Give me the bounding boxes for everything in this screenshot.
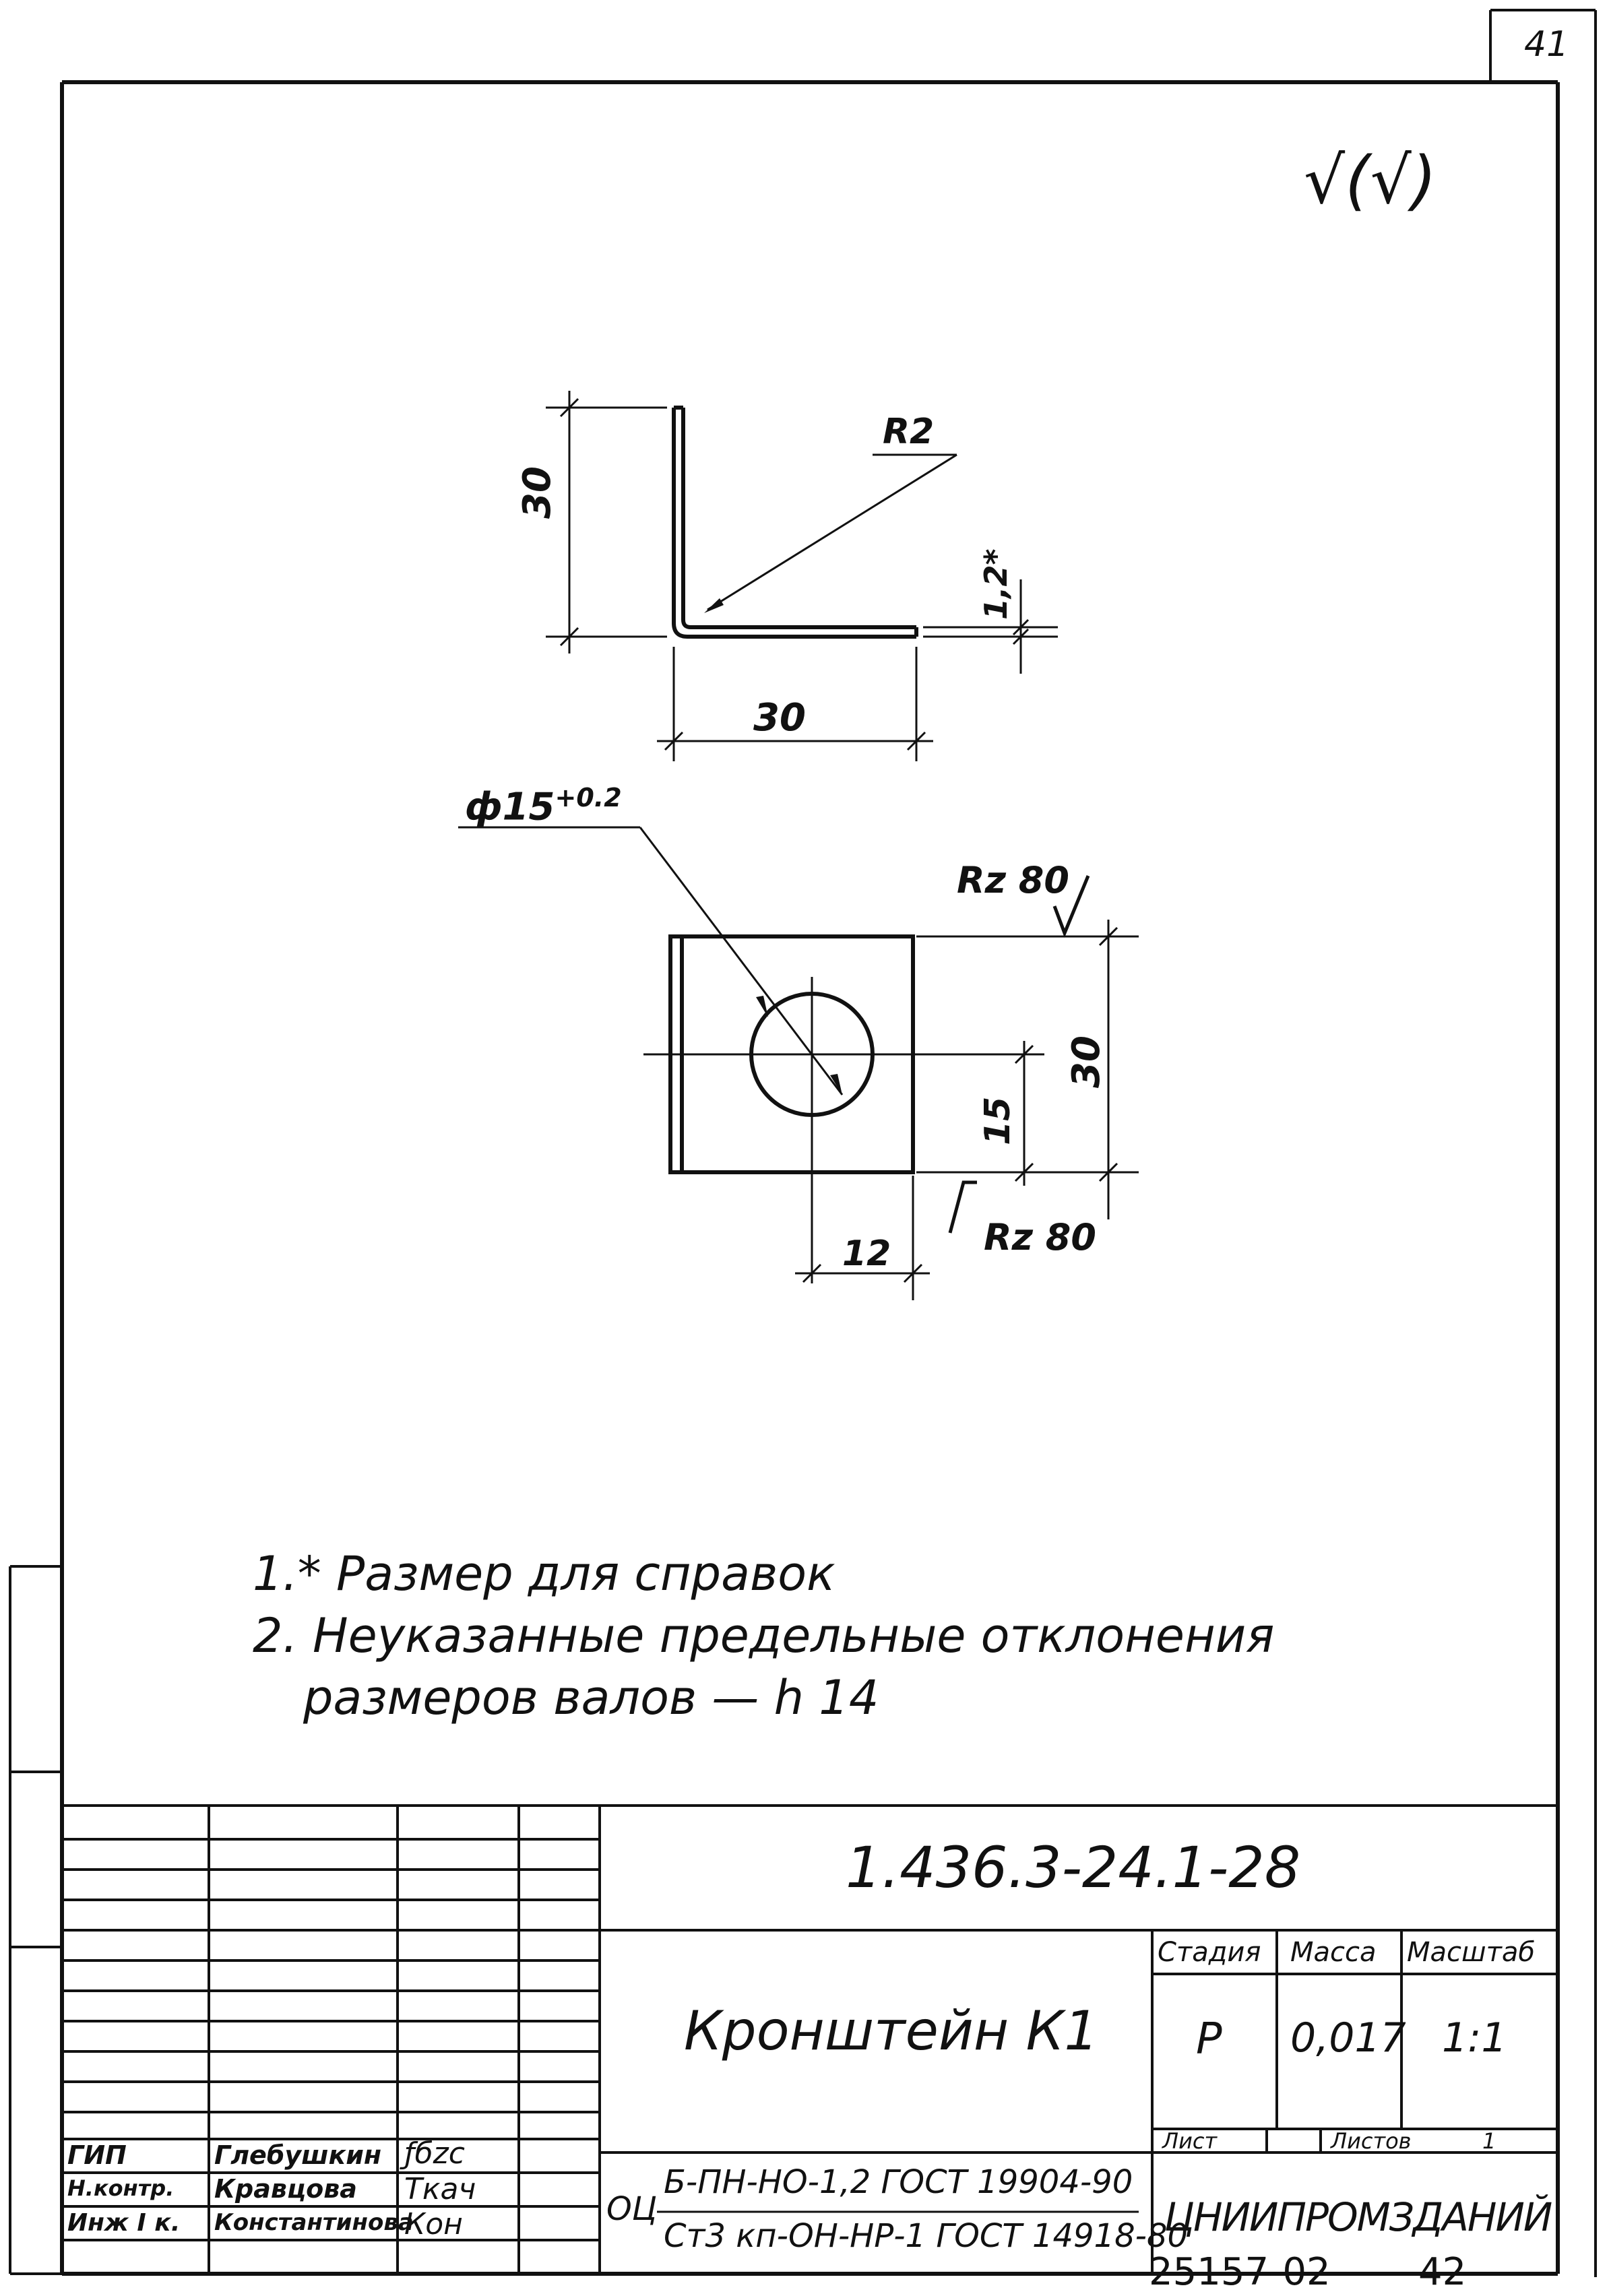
roughness-bottom-label: Rz 80 (984, 1216, 1096, 1258)
material-prefix: ОЦ (606, 2190, 658, 2228)
mass-value: 0,017 (1290, 2014, 1406, 2062)
plate-offset-dim: 12 (842, 1234, 891, 1274)
signature-sign-3: Кон (404, 2207, 463, 2241)
designation: 1.436.3-24.1-28 (846, 1835, 1301, 1901)
signature-role-1: ГИП (67, 2140, 127, 2170)
plate-height-dim: 30 (1065, 1035, 1108, 1088)
signature-role-2: Н.контр. (67, 2175, 175, 2201)
note-3: размеров валов — h 14 (303, 1670, 879, 1725)
organization: ЦНИИПРОМЗДАНИЙ (1164, 2194, 1552, 2240)
hole-dim: ф15+0.2 (465, 785, 622, 827)
material-line-2: Ст3 кп-ОН-НР-1 ГОСТ 14918-80 (664, 2217, 1189, 2255)
plate-half-height-dim: 15 (978, 1096, 1018, 1145)
sheet-number-bottom: 42 (1418, 2250, 1467, 2294)
stage-value: Р (1196, 2014, 1222, 2064)
angle-height-dim: 30 (515, 466, 559, 519)
angle-profile (546, 391, 1058, 761)
archive-number: 25157-02 (1149, 2250, 1331, 2294)
roughness-top-label: Rz 80 (957, 859, 1069, 901)
signature-name-2: Кравцова (214, 2174, 357, 2204)
notes-block: 1.* Размер для справок 2. Неуказанные пр… (253, 1543, 1274, 1729)
signature-role-3: Инж I к. (67, 2209, 181, 2237)
signature-sign-1: ƒбzc (404, 2136, 465, 2171)
part-name: Кронштейн К1 (684, 2000, 1099, 2062)
roughness-mark: √(√) (1304, 143, 1437, 218)
angle-thickness-dim: 1,2* (978, 548, 1014, 620)
sheet-number-top: 41 (1524, 24, 1569, 65)
angle-width-dim: 30 (753, 696, 806, 740)
hole-tolerance: +0.2 (555, 783, 622, 812)
plate-profile (458, 826, 1139, 1300)
sheet-frame (60, 9, 1597, 2277)
title-block-lines (62, 1804, 1558, 2274)
signature-name-1: Глебушкин (214, 2140, 382, 2170)
sheets-count: 1 (1482, 2128, 1496, 2154)
binding-strip (9, 1565, 62, 2275)
sheets-label: Листов (1331, 2128, 1412, 2154)
signature-sign-2: Ткач (404, 2172, 476, 2206)
note-2: 2. Неуказанные предельные отклонения (253, 1608, 1275, 1663)
mass-label: Масса (1290, 1937, 1377, 1968)
sheet-label: Лист (1162, 2128, 1218, 2154)
note-1: 1.* Размер для справок (253, 1546, 835, 1601)
hole-diameter: ф15 (465, 785, 555, 829)
scale-label: Масштаб (1407, 1937, 1536, 1968)
signature-name-3: Константинова (214, 2209, 414, 2236)
scale-value: 1:1 (1442, 2014, 1507, 2062)
material-line-1: Б-ПН-НО-1,2 ГОСТ 19904-90 (664, 2163, 1133, 2201)
stage-label: Стадия (1158, 1937, 1261, 1968)
radius-label: R2 (883, 412, 935, 452)
